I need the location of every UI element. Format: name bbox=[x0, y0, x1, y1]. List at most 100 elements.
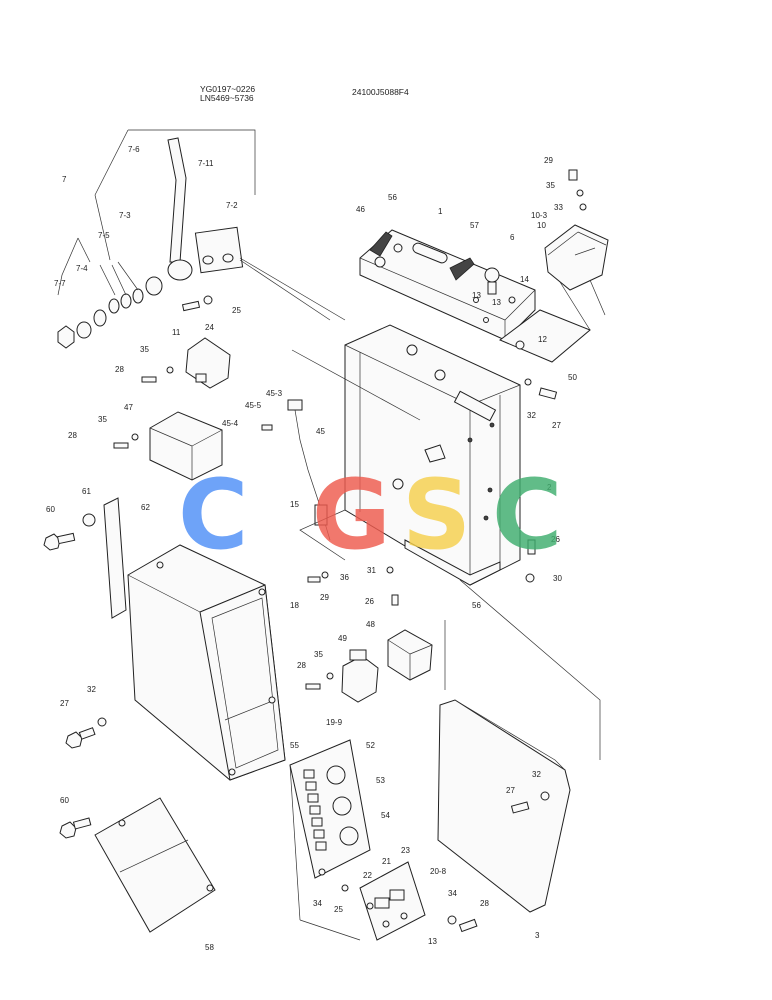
label-32-a: 32 bbox=[527, 411, 536, 420]
bolt-part-60-upper bbox=[43, 532, 76, 551]
label-55: 55 bbox=[290, 741, 299, 750]
label-10: 10 bbox=[537, 221, 546, 230]
label-32-b: 32 bbox=[87, 685, 96, 694]
serial-range-2: LN5469~5736 bbox=[200, 93, 254, 103]
label-52: 52 bbox=[366, 741, 375, 750]
bolt-part-60-lower bbox=[59, 817, 92, 839]
cover-plate-part-58 bbox=[94, 797, 216, 933]
label-27-a: 27 bbox=[552, 421, 561, 430]
label-13-a: 13 bbox=[472, 291, 481, 300]
label-56-b: 56 bbox=[472, 601, 481, 610]
label-24: 24 bbox=[205, 323, 214, 332]
label-60-a: 60 bbox=[46, 505, 55, 514]
label-45: 45 bbox=[316, 427, 325, 436]
label-29-a: 29 bbox=[544, 156, 553, 165]
label-12: 12 bbox=[538, 335, 547, 344]
label-2: 2 bbox=[547, 483, 552, 492]
label-19-9: 19-9 bbox=[326, 718, 343, 727]
label-26-a: 26 bbox=[551, 535, 560, 544]
watermark-letter-c1: C bbox=[178, 459, 248, 571]
label-31: 31 bbox=[367, 566, 376, 575]
watermark-letter-c2: C bbox=[492, 459, 562, 571]
label-15: 15 bbox=[290, 500, 299, 509]
label-14: 14 bbox=[520, 275, 529, 284]
label-28-d: 28 bbox=[480, 899, 489, 908]
label-34-a: 34 bbox=[313, 899, 322, 908]
switch-panel-part-20-8 bbox=[341, 861, 426, 941]
label-7-11: 7-11 bbox=[198, 159, 214, 168]
label-27-c: 27 bbox=[506, 786, 515, 795]
gauge-panel-part-19-9 bbox=[289, 739, 371, 879]
label-62: 62 bbox=[141, 503, 150, 512]
label-6: 6 bbox=[510, 233, 515, 242]
label-45-4: 45-4 bbox=[222, 419, 239, 428]
label-28-c: 28 bbox=[297, 661, 306, 670]
label-46: 46 bbox=[356, 205, 365, 214]
watermark-letter-s: S bbox=[402, 459, 471, 571]
label-7-2: 7-2 bbox=[226, 201, 238, 210]
label-61: 61 bbox=[82, 487, 91, 496]
label-49: 49 bbox=[338, 634, 347, 643]
label-3: 3 bbox=[535, 931, 540, 940]
label-28-b: 28 bbox=[68, 431, 77, 440]
bracket-part-62 bbox=[103, 497, 127, 619]
serial-range-1: YG0197~0226 bbox=[200, 84, 255, 94]
label-34-b: 34 bbox=[448, 889, 457, 898]
part-labels: 1 2 3 6 7 7-2 7-3 7-4 7-5 7-6 7-7 7-11 1… bbox=[46, 145, 577, 952]
plate-part-50 bbox=[499, 309, 591, 363]
label-7: 7 bbox=[62, 175, 67, 184]
label-53: 53 bbox=[376, 776, 385, 785]
component-part-49 bbox=[305, 649, 379, 703]
label-25-b: 25 bbox=[334, 905, 343, 914]
label-20-8: 20-8 bbox=[430, 867, 447, 876]
label-13-b: 13 bbox=[492, 298, 501, 307]
main-box-part-2 bbox=[344, 324, 521, 586]
label-36: 36 bbox=[340, 573, 349, 582]
label-22: 22 bbox=[363, 871, 372, 880]
bolt-part-27-left bbox=[65, 717, 107, 749]
label-7-7: 7-7 bbox=[54, 279, 66, 288]
label-30: 30 bbox=[553, 574, 562, 583]
label-7-4: 7-4 bbox=[76, 264, 88, 273]
label-1: 1 bbox=[438, 207, 443, 216]
label-33: 33 bbox=[554, 203, 563, 212]
bolt-part-26-mid bbox=[391, 594, 399, 606]
component-part-47 bbox=[113, 411, 223, 481]
label-35-c: 35 bbox=[98, 415, 107, 424]
label-10-3: 10-3 bbox=[531, 211, 548, 220]
label-48: 48 bbox=[366, 620, 375, 629]
lever-assembly bbox=[57, 129, 331, 349]
label-50: 50 bbox=[568, 373, 577, 382]
label-7-5: 7-5 bbox=[98, 231, 110, 240]
label-35-a: 35 bbox=[546, 181, 555, 190]
label-26-b: 26 bbox=[365, 597, 374, 606]
label-32-c: 32 bbox=[532, 770, 541, 779]
label-7-3: 7-3 bbox=[119, 211, 131, 220]
housing-part-18 bbox=[127, 544, 286, 781]
drawing-number: 24100J5088F4 bbox=[352, 87, 409, 97]
control-panel-cover bbox=[359, 229, 536, 341]
label-11: 11 bbox=[172, 328, 181, 337]
bolt-part-26-right bbox=[527, 539, 536, 555]
label-13-c: 13 bbox=[428, 937, 437, 946]
label-45-3: 45-3 bbox=[266, 389, 283, 398]
bolt-part-28-lower bbox=[458, 918, 478, 933]
label-21: 21 bbox=[382, 857, 391, 866]
label-28-a: 28 bbox=[115, 365, 124, 374]
washer-part-61 bbox=[82, 513, 96, 527]
label-7-6: 7-6 bbox=[128, 145, 140, 154]
cap-part-10 bbox=[544, 169, 609, 331]
bolt-part-36 bbox=[307, 576, 321, 583]
label-35-d: 35 bbox=[314, 650, 323, 659]
label-23: 23 bbox=[401, 846, 410, 855]
label-25-a: 25 bbox=[232, 306, 241, 315]
label-56-a: 56 bbox=[388, 193, 397, 202]
cover-plate-part-3 bbox=[437, 699, 571, 913]
bolt-part-27-upper bbox=[538, 387, 558, 400]
relay-part-11 bbox=[141, 337, 231, 389]
label-58: 58 bbox=[205, 943, 214, 952]
label-45-5: 45-5 bbox=[245, 401, 262, 410]
label-57: 57 bbox=[470, 221, 479, 230]
cable-part-45 bbox=[261, 349, 421, 541]
